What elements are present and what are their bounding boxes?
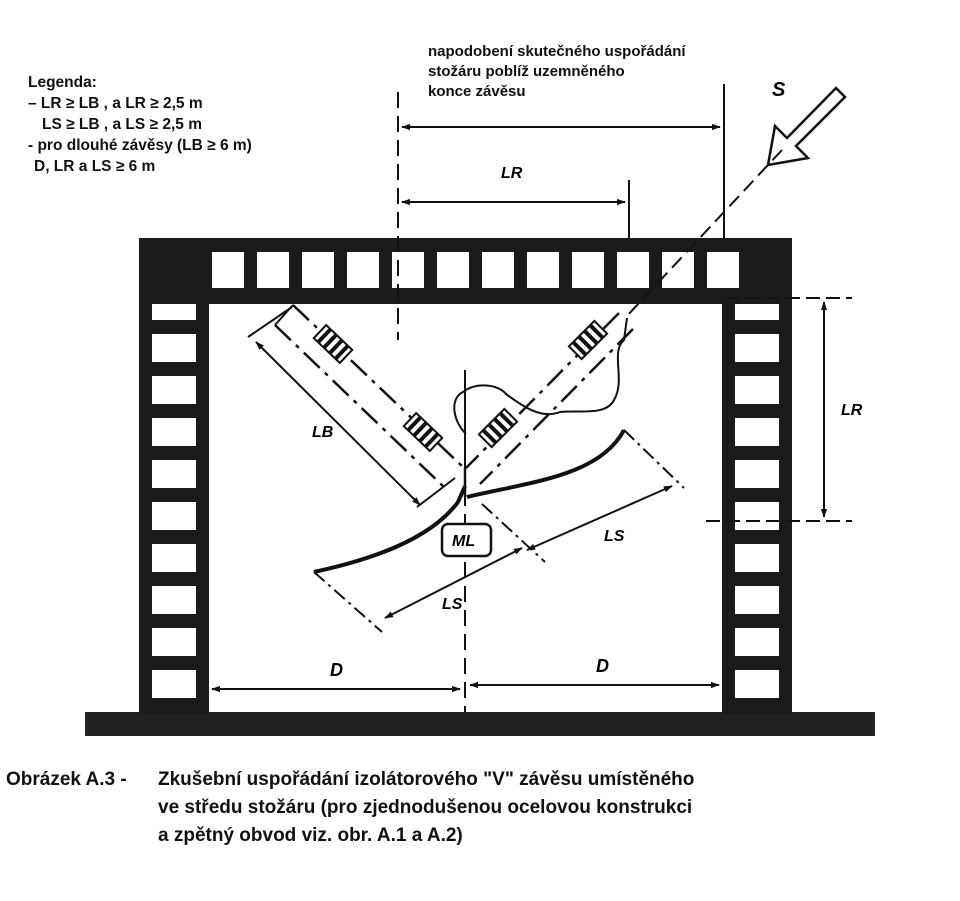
right-insulator-string <box>465 312 634 485</box>
right-column <box>722 238 792 714</box>
lattice-cell <box>212 252 244 288</box>
conductor-right <box>466 429 626 499</box>
lb-ext-bottom <box>416 477 456 508</box>
ls-right-ext <box>623 429 685 489</box>
legend: Legenda: – LR ≥ LB , a LR ≥ 2,5 m LS ≥ L… <box>22 72 252 177</box>
lattice-cell <box>735 670 779 698</box>
lb-arrow <box>255 341 421 506</box>
lattice-cell <box>152 586 196 614</box>
caption-line-2: ve středu stožáru (pro zjednodušenou oce… <box>158 797 693 818</box>
caption-line-3: a zpětný obvod viz. obr. A.1 a A.2) <box>158 825 463 846</box>
lattice-cell <box>152 670 196 698</box>
left-column <box>139 238 209 714</box>
ml-label: ML <box>452 533 475 550</box>
ls-left-arrow <box>384 547 523 619</box>
lattice-cell <box>735 334 779 362</box>
s-label: S <box>772 79 786 101</box>
lattice-cell <box>302 252 334 288</box>
mast-note: napodobení skutečného uspořádání stožáru… <box>428 42 686 102</box>
ls-left-ext <box>313 571 383 633</box>
right-insulator-bottom <box>477 407 519 449</box>
crossarm-beam <box>139 238 792 304</box>
lattice-cell <box>735 628 779 656</box>
d-right-label: D <box>596 656 609 676</box>
ls-right-label: LS <box>604 528 625 545</box>
ground-beam <box>85 712 875 736</box>
lattice-cell <box>482 252 514 288</box>
lattice-cell <box>735 544 779 572</box>
s-direction-arrow <box>766 86 847 167</box>
ml-box <box>440 522 493 558</box>
legend-line-1: – LR ≥ LB , a LR ≥ 2,5 m <box>28 95 203 112</box>
legend-title: Legenda: <box>28 74 97 91</box>
left-insulator-top <box>312 323 354 365</box>
lattice-cell <box>735 418 779 446</box>
lattice-cell <box>617 252 649 288</box>
figure-caption: Obrázek A.3 - Zkušební uspořádání izoláto… <box>6 766 694 850</box>
lattice-cell <box>572 252 604 288</box>
lattice-cell <box>347 252 379 288</box>
lattice-cell <box>257 252 289 288</box>
lattice-cell <box>735 460 779 488</box>
lr-top-label: LR <box>501 165 523 182</box>
return-wire <box>453 317 628 435</box>
lb-label: LB <box>312 424 333 441</box>
left-insulator-bottom <box>402 411 444 453</box>
d-left-label: D <box>330 660 343 680</box>
lattice-cell <box>152 376 196 404</box>
lattice-cell <box>392 252 424 288</box>
conductor-left <box>313 485 467 574</box>
lattice-cell <box>437 252 469 288</box>
lattice-cell <box>662 252 694 288</box>
lattice-cell <box>707 252 739 288</box>
left-insulator-string <box>274 304 465 489</box>
lattice-cell <box>735 376 779 404</box>
ls-right-arrow <box>526 485 673 551</box>
mast-note-line-2: stožáru poblíž uzemněného <box>428 63 625 80</box>
caption-prefix: Obrázek A.3 - <box>6 769 127 790</box>
lattice-cell <box>152 334 196 362</box>
ls-left-label: LS <box>442 596 463 613</box>
lattice-cell <box>152 544 196 572</box>
right-insulator-top <box>567 319 609 361</box>
lattice-cell <box>152 502 196 530</box>
legend-line-3: - pro dlouhé závěsy (LB ≥ 6 m) <box>28 137 252 154</box>
lattice-cell <box>735 502 779 530</box>
lattice-cell <box>152 628 196 656</box>
lb-ext-top <box>247 306 293 338</box>
lr-right-label: LR <box>841 402 863 419</box>
caption-line-1: Zkušební uspořádání izolátorového "V" zá… <box>158 769 695 790</box>
lattice-cell <box>527 252 559 288</box>
lattice-cell <box>735 586 779 614</box>
lattice-cell <box>152 418 196 446</box>
lattice-cell <box>152 460 196 488</box>
legend-line-2: LS ≥ LB , a LS ≥ 2,5 m <box>42 116 202 133</box>
mast-note-line-3: konce závěsu <box>428 83 526 100</box>
legend-line-4: D, LR a LS ≥ 6 m <box>34 158 156 175</box>
mast-note-line-1: napodobení skutečného uspořádání <box>428 43 686 60</box>
s-dashed-line <box>624 149 783 319</box>
